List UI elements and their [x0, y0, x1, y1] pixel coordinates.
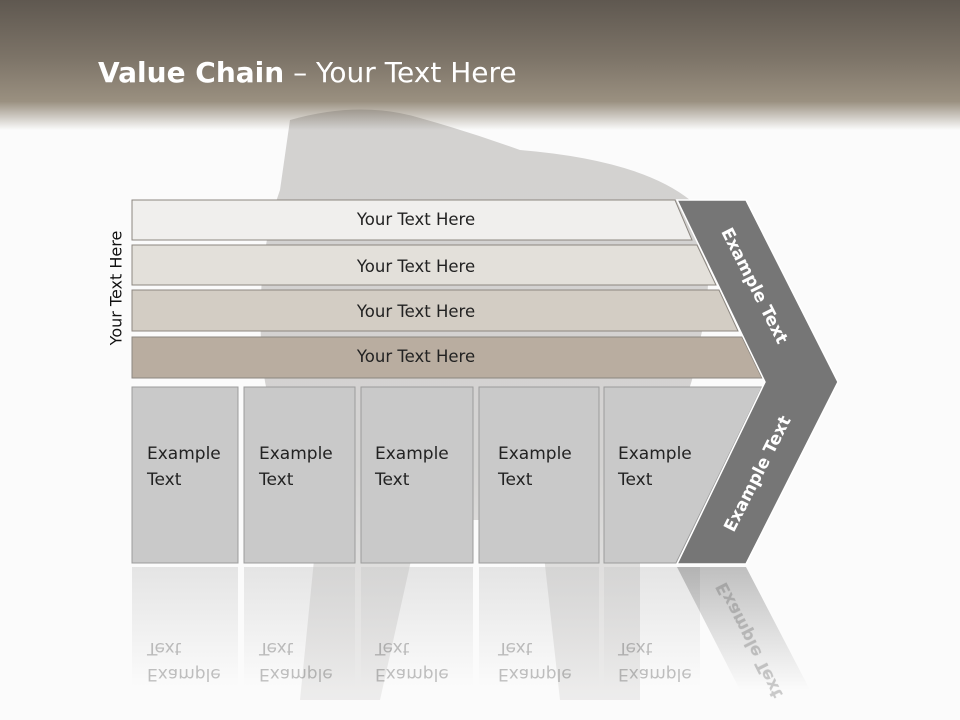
reflection-text-4-line2: Text — [497, 638, 533, 658]
title-bold: Value Chain — [98, 56, 285, 89]
box-text-3-line1: Example — [375, 444, 449, 464]
reflection-text-2-line2: Text — [258, 638, 294, 658]
bar-row-1: Your Text Here — [131, 199, 693, 241]
box-text-4-line2: Text — [497, 470, 533, 490]
reflection-text-1-line2: Text — [146, 638, 182, 658]
box-text-5-line1: Example — [618, 444, 692, 464]
box-3: Example Text — [360, 386, 474, 564]
chevron-shape — [675, 199, 839, 565]
box-4: Example Text — [478, 386, 600, 564]
bar-shape-1 — [131, 199, 693, 241]
bar-row-3: Your Text Here — [131, 289, 739, 332]
box-text-1-line2: Text — [146, 470, 182, 490]
box-shape-2 — [243, 386, 356, 564]
reflection-text-5-line1: Example — [618, 664, 692, 684]
box-shape-3 — [360, 386, 474, 564]
box-text-2-line1: Example — [259, 444, 333, 464]
reflection-text-4-line1: Example — [498, 664, 572, 684]
reflection-box-4 — [479, 567, 599, 687]
box-text-3-line2: Text — [374, 470, 410, 490]
box-5: Example Text — [603, 386, 763, 564]
box-text-1-line1: Example — [147, 444, 221, 464]
title-rest: – Your Text Here — [284, 56, 517, 89]
bar-label-2: Your Text Here — [356, 257, 475, 276]
box-shape-5 — [603, 386, 763, 564]
box-shape-1 — [131, 386, 239, 564]
reflection-box-1 — [132, 567, 238, 687]
bar-label-3: Your Text Here — [356, 302, 475, 321]
bar-row-4: Your Text Here — [131, 336, 763, 379]
bar-row-2: Your Text Here — [131, 244, 717, 286]
bar-shape-2 — [131, 244, 717, 286]
reflection-box-3 — [361, 567, 473, 687]
slide-title: Value Chain – Your Text Here — [98, 56, 517, 89]
reflection-box-5 — [604, 567, 700, 687]
box-text-5-line2: Text — [617, 470, 653, 490]
bar-shape-4 — [131, 336, 763, 379]
box-2: Example Text — [243, 386, 356, 564]
box-1: Example Text — [131, 386, 239, 564]
reflection-box-2 — [244, 567, 355, 687]
reflection-text-1-line1: Example — [147, 664, 221, 684]
reflection-text-3-line2: Text — [374, 638, 410, 658]
box-shape-4 — [478, 386, 600, 564]
bar-shape-3 — [131, 289, 739, 332]
box-text-4-line1: Example — [498, 444, 572, 464]
bar-label-4: Your Text Here — [356, 347, 475, 366]
header-band — [0, 0, 960, 130]
reflection: Example Text Example Text Example Text E… — [132, 567, 810, 701]
reflection-text-3-line1: Example — [375, 664, 449, 684]
box-text-2-line2: Text — [258, 470, 294, 490]
reflection-text-2-line1: Example — [259, 664, 333, 684]
reflection-text-5-line2: Text — [617, 638, 653, 658]
bar-label-1: Your Text Here — [356, 210, 475, 229]
reflection-chevron — [677, 567, 810, 690]
